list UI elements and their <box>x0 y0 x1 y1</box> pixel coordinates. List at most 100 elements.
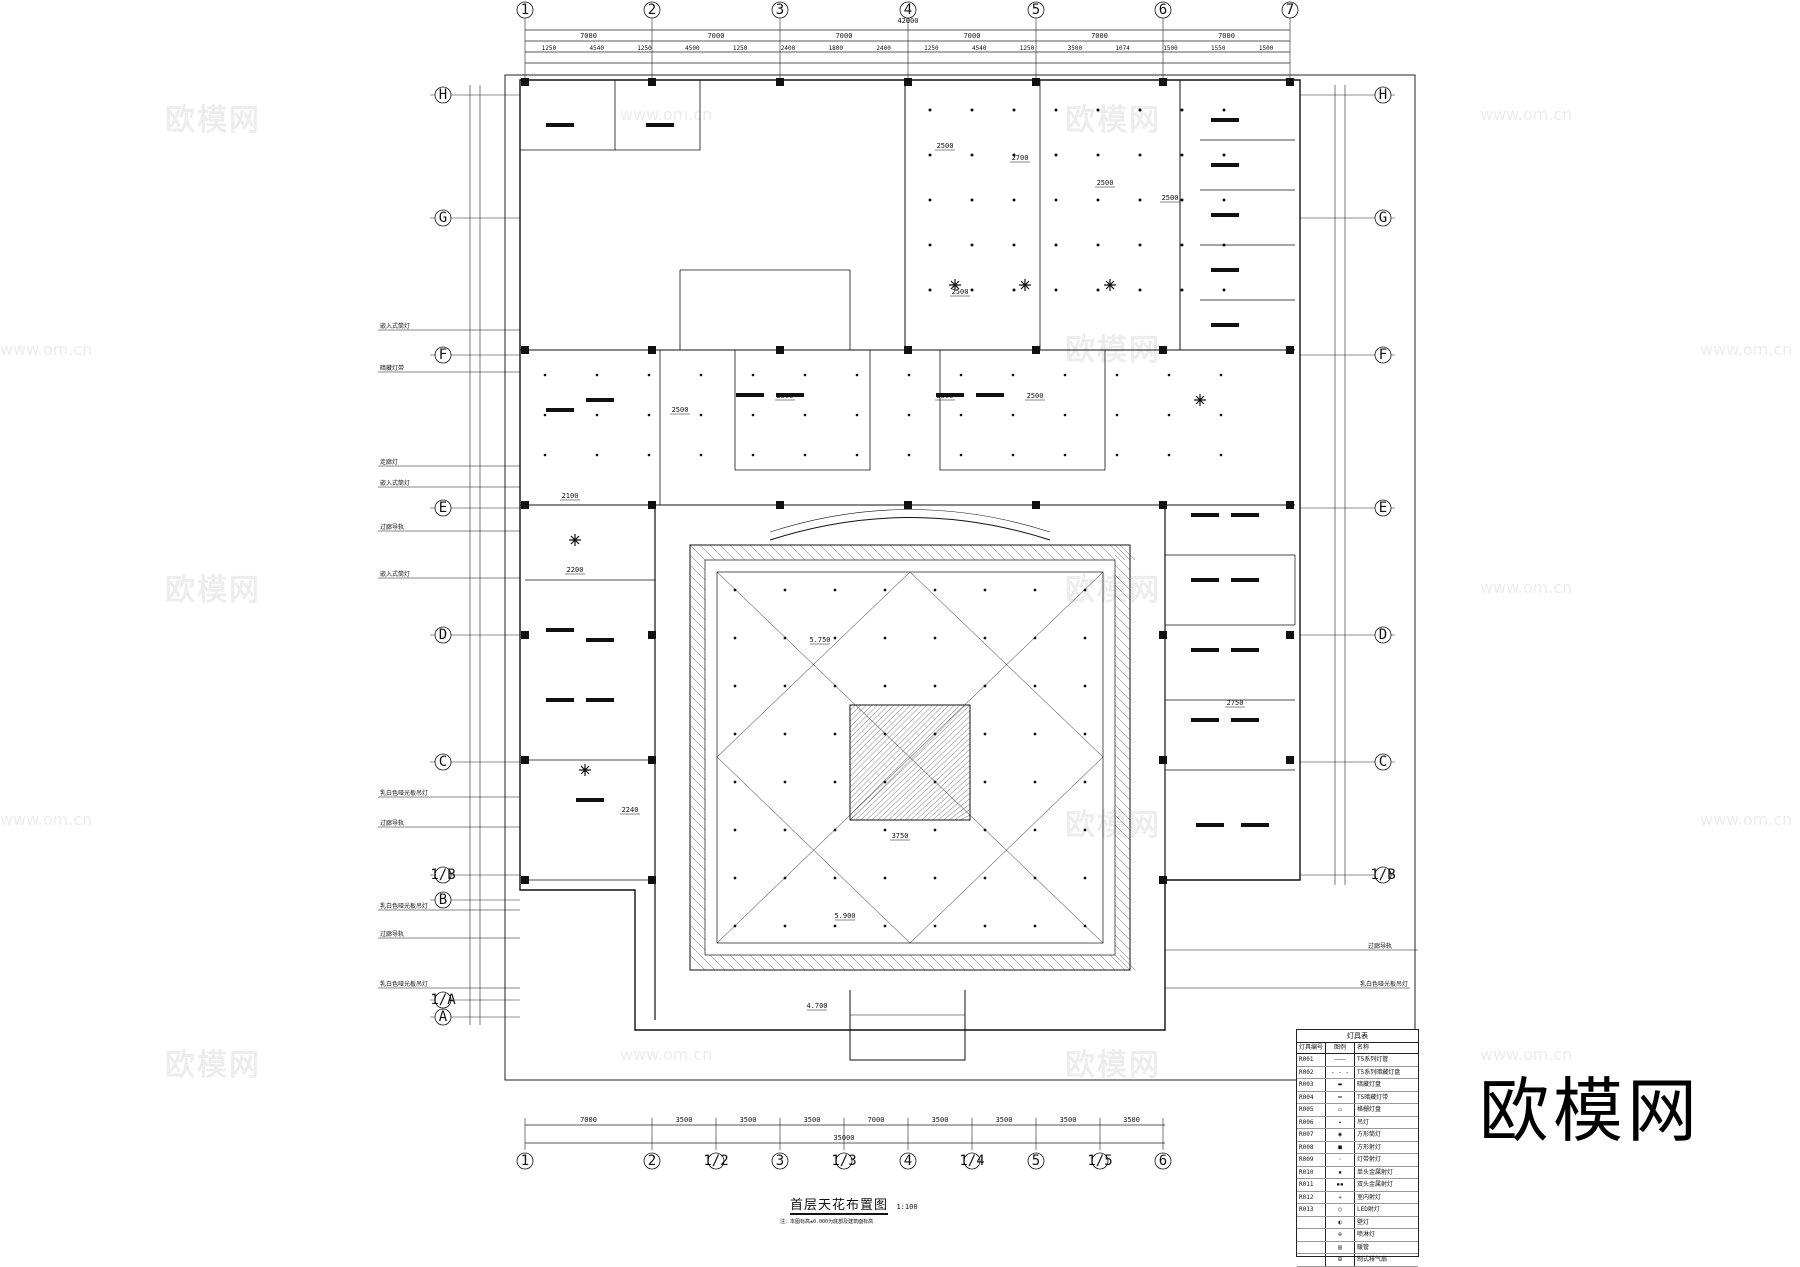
grid-bubble-label: 1/4 <box>959 1153 984 1169</box>
grid-bubble <box>434 346 452 364</box>
hatch-line <box>689 714 706 731</box>
hatch-line <box>979 954 996 971</box>
downlight <box>733 636 737 640</box>
fluorescent-fixture <box>1191 718 1219 722</box>
structural-column <box>521 346 529 354</box>
hatch-line <box>1059 544 1076 561</box>
grid-bubble-label: 5 <box>1032 2 1040 18</box>
legend-name: T5系列灯管 <box>1357 1056 1389 1063</box>
hatch-line <box>929 954 946 971</box>
drawing-note: 注：本图标高±0.000为底部及建筑面标高 <box>780 1219 874 1225</box>
hatch-line <box>689 594 706 611</box>
grid-bubble <box>1374 626 1392 644</box>
hatch-line <box>899 544 916 561</box>
skylight-hatch <box>904 759 971 821</box>
hatch-line <box>909 544 926 561</box>
hatch-line <box>809 954 826 971</box>
top-total-dimension: 42000 <box>897 17 918 25</box>
ceiling-height-tag: 2750 <box>1227 699 1244 707</box>
grid-bubble-label: A <box>439 1009 448 1025</box>
downlight <box>833 876 837 880</box>
downlight <box>595 413 599 417</box>
downlight <box>833 732 837 736</box>
hatch-line <box>909 954 926 971</box>
downlight <box>855 413 859 417</box>
downlight <box>1219 373 1223 377</box>
fluorescent-fixture <box>1241 823 1269 827</box>
hatch-line <box>689 554 706 571</box>
hatch-line <box>799 954 816 971</box>
legend-symbol: ■ <box>1326 1141 1355 1153</box>
downlight <box>928 153 932 157</box>
downlight <box>783 780 787 784</box>
downlight <box>543 453 547 457</box>
hatch-line <box>859 954 876 971</box>
top-sub-dimension: 2400 <box>781 45 796 52</box>
downlight <box>970 288 974 292</box>
hatch-line <box>1114 904 1131 921</box>
hatch-line <box>1114 814 1131 831</box>
hatch-line <box>1114 634 1131 651</box>
structural-column <box>1032 78 1040 86</box>
downlight <box>933 828 937 832</box>
top-sub-dimension: 1250 <box>637 45 652 52</box>
hatch-line <box>689 864 706 881</box>
grid-bubble-label: E <box>439 500 447 516</box>
downlight <box>751 453 755 457</box>
structural-column <box>648 876 656 884</box>
hatch-line <box>1114 924 1131 941</box>
ceiling-height-tag: 2200 <box>567 566 584 574</box>
grid-bubble-left: 1/A <box>430 991 456 1009</box>
fluorescent-fixture <box>1211 213 1239 217</box>
downlight <box>833 588 837 592</box>
grid-bubble <box>1154 1 1172 19</box>
left-annotation-label: 过廊导轨 <box>380 819 404 827</box>
hatch-line <box>869 954 886 971</box>
atrium-hatch <box>689 544 1136 971</box>
grid-bubble-label: 1/5 <box>1087 1153 1112 1169</box>
grid-bubble-top: 3 <box>771 1 789 19</box>
legend-name: LED射灯 <box>1357 1206 1380 1213</box>
ceiling-lights <box>543 108 1269 928</box>
legend-name: T5暗藏灯带 <box>1357 1093 1389 1101</box>
downlight <box>1222 198 1226 202</box>
grid-bubble-label: 7 <box>1286 2 1294 18</box>
hatch-line <box>859 544 876 561</box>
downlight <box>1083 588 1087 592</box>
grid-bubble-label: 5 <box>1032 1153 1040 1169</box>
hatch-line <box>689 904 706 921</box>
legend-symbol: ——— <box>1326 1054 1355 1066</box>
downlight <box>1096 198 1100 202</box>
legend-code: R005 <box>1297 1104 1326 1116</box>
top-sub-dimension: 1250 <box>733 45 748 52</box>
skylight-hatch <box>855 710 971 821</box>
downlight <box>699 413 703 417</box>
hatch-line <box>729 544 746 561</box>
legend-row: R009·灯带射灯 <box>1297 1154 1418 1167</box>
ceiling-height-tag: 2500 <box>1027 392 1044 400</box>
downlight <box>647 373 651 377</box>
title-block: 首层天花布置图 1:100 注：本图标高±0.000为底部及建筑面标高 <box>780 1194 1030 1225</box>
legend-name: 制式排气扇 <box>1357 1256 1388 1263</box>
hatch-line <box>1109 954 1126 971</box>
skylight-hatch <box>849 704 911 766</box>
grid-bubble-left: B <box>434 891 452 909</box>
hatch-line <box>979 544 996 561</box>
legend-symbol: · <box>1326 1154 1355 1166</box>
grid-bubble-label: F <box>1379 347 1387 363</box>
structural-column <box>648 501 656 509</box>
grid-bubble-label: B <box>439 892 447 908</box>
legend-row: ⊞制式排气扇 <box>1297 1254 1418 1267</box>
hatch-line <box>689 734 706 751</box>
skylight-hatch <box>849 704 906 761</box>
hatch-line <box>969 954 986 971</box>
hatch-line <box>759 954 776 971</box>
skylight-hatch <box>849 704 878 733</box>
legend-code: R008 <box>1297 1141 1326 1153</box>
downlight <box>907 373 911 377</box>
legend-symbol: ⊞ <box>1326 1254 1355 1266</box>
downlight <box>1083 876 1087 880</box>
legend-symbol: ▪ <box>1326 1166 1355 1178</box>
left-annotations: 嵌入式筒灯暗藏灯带走廊灯嵌入式筒灯过廊导轨嵌入式筒灯乳白色哑光板吊灯过廊导轨乳白… <box>378 322 520 989</box>
